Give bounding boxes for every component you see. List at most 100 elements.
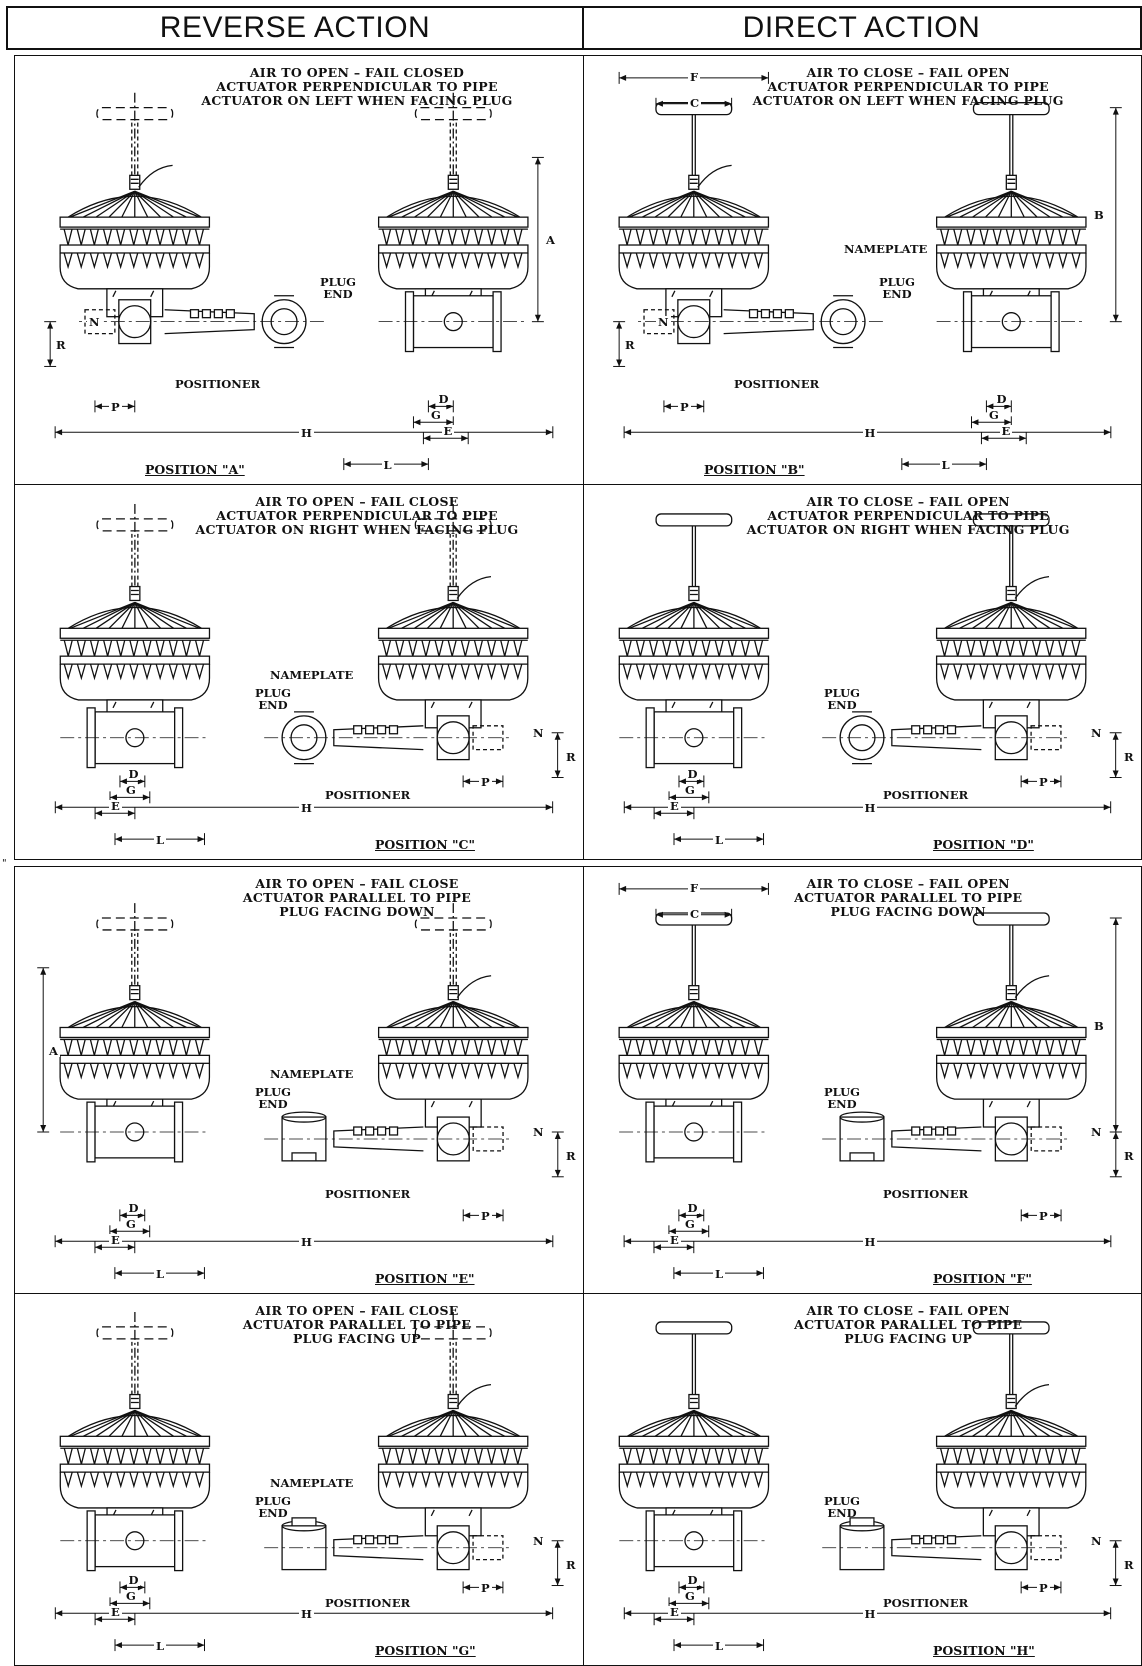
dimension-d: D xyxy=(126,767,141,781)
dimension-b: B xyxy=(1092,1018,1106,1033)
left-actuator xyxy=(618,1321,770,1537)
dimension-c: C xyxy=(688,96,702,110)
positioner-note: POSITIONER xyxy=(175,376,261,391)
valve-front-view xyxy=(619,707,769,769)
valve-front-view xyxy=(60,707,210,769)
dimension-b: B xyxy=(1092,208,1106,223)
dimension-d: D xyxy=(994,392,1009,406)
air-line xyxy=(456,575,492,599)
title-line: ACTUATOR ON LEFT WHEN FACING PLUG xyxy=(201,93,513,108)
position-drawing xyxy=(618,882,1122,1280)
title-line: ACTUATOR PARALLEL TO PIPE xyxy=(794,890,1023,905)
positioner-note: POSITIONER xyxy=(883,1187,969,1202)
dimension-l: L xyxy=(939,458,952,472)
position-drawing xyxy=(54,1311,564,1652)
dimension-h: H xyxy=(862,1607,878,1621)
left-actuator xyxy=(618,102,770,318)
dimension-g: G xyxy=(124,1589,138,1603)
valve-body-assembly xyxy=(264,1111,513,1162)
dimension-c: C xyxy=(688,907,702,921)
dimension-h: H xyxy=(299,1607,314,1621)
position-label: POSITION "H" xyxy=(933,1643,1035,1658)
dimension-p: P xyxy=(1037,1209,1050,1223)
valve-front-view xyxy=(619,1101,769,1163)
position-drawing xyxy=(618,513,1122,846)
air-line xyxy=(456,1383,492,1407)
left-actuator xyxy=(59,92,211,318)
handwheel-icon xyxy=(972,513,1050,527)
dimension-l: L xyxy=(381,458,394,472)
right-actuator xyxy=(377,903,529,1128)
nameplate-note: NAMEPLATE xyxy=(270,668,354,683)
dimension-h: H xyxy=(299,426,314,440)
dimension-g: G xyxy=(124,783,138,797)
dimension-h: H xyxy=(862,1235,878,1249)
dimension-e: E xyxy=(109,799,122,813)
dimension-p: P xyxy=(479,775,492,789)
air-line xyxy=(456,975,492,998)
left-actuator xyxy=(618,912,770,1128)
dimension-g: G xyxy=(683,1589,697,1603)
dimension-l: L xyxy=(713,1267,726,1281)
dimension-l: L xyxy=(154,1639,167,1653)
dimension-a: A xyxy=(544,233,557,248)
dimension-r: R xyxy=(623,338,637,353)
valve-body-assembly xyxy=(75,295,324,349)
dimension-r: R xyxy=(1122,1557,1136,1572)
dimension-e: E xyxy=(668,1233,681,1247)
handwheel-icon xyxy=(972,912,1050,926)
right-actuator xyxy=(935,1321,1087,1537)
dimension-e: E xyxy=(668,1605,681,1619)
dimension-g: G xyxy=(987,408,1001,422)
handwheel-icon xyxy=(655,513,733,527)
margin-mark: " xyxy=(2,858,7,869)
dimension-r: R xyxy=(1122,1148,1136,1163)
title-line: AIR TO OPEN – FAIL CLOSE xyxy=(255,876,459,891)
dimension-h: H xyxy=(299,801,314,815)
handwheel-icon xyxy=(655,1321,733,1335)
title-line: AIR TO OPEN – FAIL CLOSE xyxy=(255,1303,459,1318)
left-actuator xyxy=(59,903,211,1128)
dimension-r: R xyxy=(54,338,68,353)
dimension-f: F xyxy=(688,881,701,895)
valve-body-assembly xyxy=(822,1517,1071,1571)
dimension-l: L xyxy=(154,1267,167,1281)
plug-end-note: PLUG END xyxy=(879,274,915,301)
plug-end-note: PLUG END xyxy=(824,1494,860,1521)
title-line: ACTUATOR PARALLEL TO PIPE xyxy=(794,1317,1023,1332)
position-label: POSITION "E" xyxy=(375,1271,475,1286)
dimension-d: D xyxy=(685,767,700,781)
position-drawing xyxy=(54,503,564,846)
right-actuator xyxy=(936,102,1087,318)
valve-body-assembly xyxy=(822,711,1071,765)
dimension-p: P xyxy=(678,400,691,414)
dimension-a: A xyxy=(47,1043,60,1058)
dimension-n: N xyxy=(531,726,546,741)
air-line xyxy=(1014,575,1050,599)
positioner-note: POSITIONER xyxy=(325,1187,411,1202)
dimension-d: D xyxy=(126,1201,141,1215)
title-line: ACTUATOR PARALLEL TO PIPE xyxy=(242,1317,472,1332)
dimension-r: R xyxy=(564,749,578,764)
dimension-e: E xyxy=(668,799,681,813)
valve-front-view xyxy=(60,1101,210,1163)
nameplate-note: NAMEPLATE xyxy=(270,1476,354,1491)
positioner-note: POSITIONER xyxy=(325,1596,411,1611)
plug-end-note: PLUG END xyxy=(255,1085,291,1112)
title-line: ACTUATOR PERPENDICULAR TO PIPE xyxy=(767,79,1049,94)
title-line: AIR TO CLOSE – FAIL OPEN xyxy=(806,876,1010,891)
dimension-n: N xyxy=(656,314,671,329)
plug-end-note: PLUG END xyxy=(255,686,291,713)
title-line: ACTUATOR PERPENDICULAR TO PIPE xyxy=(216,508,498,523)
dimension-h: H xyxy=(862,426,878,440)
dimension-r: R xyxy=(1122,749,1136,764)
title-line: AIR TO CLOSE – FAIL OPEN xyxy=(806,1303,1010,1318)
